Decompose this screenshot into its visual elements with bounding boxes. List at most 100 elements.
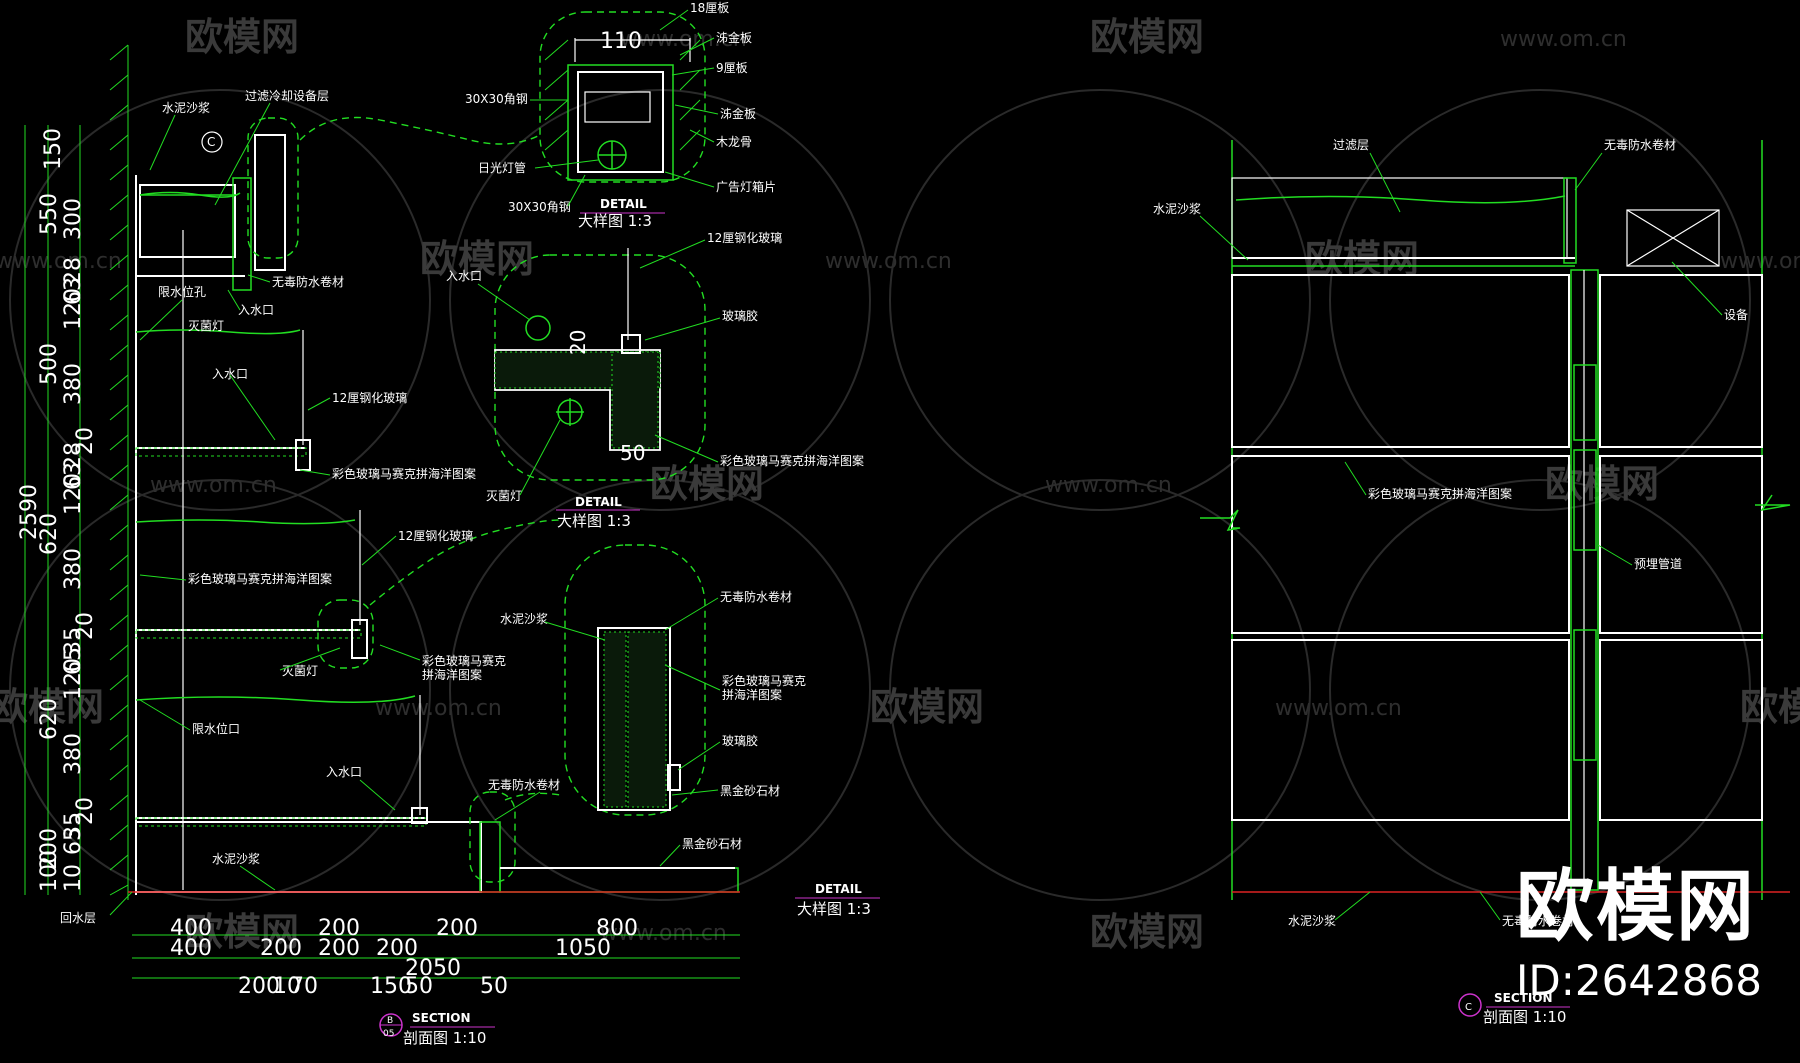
detail-2-subtitle: 大样图 1:3	[557, 512, 631, 530]
detail-3-title: DETAIL	[815, 882, 862, 896]
hdim-r2-5: 1050	[555, 936, 611, 961]
hdim-r2-3: 200	[318, 936, 360, 961]
detail-1-drawing: 110	[539, 11, 706, 183]
watermark-brand-5: 欧模网	[650, 462, 764, 506]
detail-3-subtitle: 大样图 1:3	[797, 900, 871, 918]
d3-mosaic-a: 彩色玻璃马赛克	[722, 673, 806, 688]
d3-cement: 水泥沙浆	[500, 611, 548, 626]
watermark-brand-9: 欧模网	[185, 910, 299, 954]
c-equipment: 设备	[1724, 308, 1748, 322]
section-c-drawing	[1200, 140, 1791, 900]
section-b-marker-bottom: 05	[383, 1029, 394, 1039]
label-cement-mortar-bottom: 水泥沙浆	[212, 851, 260, 866]
vdim-1: 150	[41, 128, 66, 170]
d3-waterproof: 无毒防水卷材	[720, 589, 792, 604]
d1-angle-steel-2: 30X30角钢	[508, 200, 571, 214]
watermark-url-2: www.om.cn	[1500, 27, 1627, 52]
detail-2-dim-h: 50	[620, 441, 645, 465]
hdim-r4-6: 50	[480, 974, 508, 999]
label-filter-cooling: 过滤冷却设备层	[245, 89, 329, 103]
section-c-marker: C	[1465, 1002, 1472, 1013]
watermark-urls: www.om.cn www.om.cn www.om.cn www.om.cn …	[0, 27, 1800, 946]
brand-overlay-name: 欧模网	[1516, 862, 1757, 952]
watermark-url-4: www.om.cn	[1720, 249, 1800, 274]
watermark-brand-1: 欧模网	[185, 15, 299, 59]
hdim-r4-3: 70	[290, 974, 318, 999]
watermark-brand-7: 欧模网	[870, 685, 984, 729]
label-tempered-glass-2: 12厘钢化玻璃	[398, 529, 473, 543]
d2-inlet: 入水口	[446, 269, 482, 283]
hdim-r2-4: 200	[376, 936, 418, 961]
c-cement-bottom: 水泥沙浆	[1288, 913, 1336, 928]
d1-board-9: 9厘板	[716, 61, 748, 75]
vdim-27: 10	[61, 864, 86, 892]
section-b-drawing	[109, 44, 740, 900]
vdim-14: 620	[37, 513, 62, 555]
section-c-labels: 过滤层 无毒防水卷材 水泥沙浆 设备 彩色玻璃马赛克拼海洋图案 预埋管道 水泥沙…	[1153, 137, 1748, 1026]
c-waterproof-bottom: 无毒防水卷材	[1502, 913, 1574, 928]
watermark-brand-8: 欧模网	[1740, 685, 1800, 729]
section-c-title: SECTION	[1494, 991, 1553, 1005]
d3-waterproof-2: 无毒防水卷材	[488, 777, 560, 792]
d2-tempered-glass: 12厘钢化玻璃	[707, 231, 782, 245]
detail-2-labels: 20 50 12厘钢化玻璃 入水口 玻璃胶 彩色玻璃马赛克拼海洋图案 灭菌灯 D…	[446, 231, 864, 530]
hdim-r1-2: 200	[318, 916, 360, 941]
vdim-3: 300	[61, 198, 86, 240]
watermark-circles	[9, 89, 1751, 901]
vdim-6: 120	[61, 288, 86, 330]
section-c-subtitle: 剖面图 1:10	[1483, 1008, 1566, 1026]
watermark-url-10: www.om.cn	[600, 921, 727, 946]
vdim-13: 2590	[17, 484, 42, 540]
hdim-r4-5: 50	[405, 974, 433, 999]
c-filter-layer: 过滤层	[1333, 138, 1369, 152]
vdim-23: 35	[61, 812, 86, 840]
hdim-r3-1: 2050	[405, 956, 461, 981]
watermark-brand-2: 欧模网	[1090, 15, 1204, 59]
vdim-15: 380	[61, 548, 86, 590]
hdim-r4-4: 150	[370, 974, 412, 999]
d2-glass-glue: 玻璃胶	[722, 308, 758, 323]
watermark-url-3: www.om.cn	[825, 249, 952, 274]
hdim-r1-1: 400	[170, 916, 212, 941]
section-b-marker-top: B	[387, 1016, 393, 1026]
section-b-vertical-dims: 150 550 300 28 63 120 500 380 20 28 63 1…	[17, 125, 98, 895]
d3-granite: 黑金砂石材	[720, 783, 780, 798]
c-cement-top: 水泥沙浆	[1153, 201, 1201, 216]
label-inlet-2: 入水口	[212, 367, 248, 381]
section-b-subtitle: 剖面图 1:10	[403, 1029, 486, 1047]
vdim-20: 620	[37, 698, 62, 740]
c-mosaic: 彩色玻璃马赛克拼海洋图案	[1368, 486, 1512, 501]
label-return-layer: 回水层	[60, 911, 96, 925]
section-b-horizontal-dims: 400 200 200 800 400 200 200 200 1050 205…	[132, 916, 740, 999]
detail-3-drawing	[564, 544, 706, 816]
section-b-title-text: SECTION	[412, 1011, 471, 1025]
vdim-12: 120	[61, 473, 86, 515]
detail-2-title: DETAIL	[575, 495, 622, 509]
vdim-26: 100	[37, 850, 62, 892]
label-cement-mortar-top: 水泥沙浆	[162, 100, 210, 115]
section-b-labels: 水泥沙浆 过滤冷却设备层 无毒防水卷材 限水位孔 入水口 灭菌灯 入水口 12厘…	[60, 89, 476, 925]
vdim-10: 28	[61, 442, 86, 470]
label-uv-lamp-1: 灭菌灯	[188, 319, 224, 333]
label-tempered-glass-1: 12厘钢化玻璃	[332, 391, 407, 405]
c-embedded-pipe: 预埋管道	[1634, 556, 1682, 571]
detail-3-labels: 无毒防水卷材 水泥沙浆 彩色玻璃马赛克 拼海洋图案 玻璃胶 黑金砂石材 无毒防水…	[379, 589, 880, 918]
d3-granite-2: 黑金砂石材	[682, 836, 742, 851]
d1-fluorescent: 日光灯管	[478, 160, 526, 175]
vdim-21: 380	[61, 733, 86, 775]
vdim-7: 500	[37, 343, 62, 385]
vdim-17: 35	[61, 627, 86, 655]
hdim-r4-1: 200	[238, 974, 280, 999]
watermark-brands: 欧模网 欧模网 欧模网 欧模网 欧模网 欧模网 欧模网 欧模网 欧模网 欧模网 …	[0, 15, 1800, 954]
vdim-4: 28	[61, 257, 86, 285]
watermark-brand-3: 欧模网	[420, 237, 534, 281]
d1-veneer-1: 泲金板	[716, 30, 752, 45]
vdim-18: 65	[61, 647, 86, 675]
brand-overlay-id: ID:2642868	[1516, 956, 1762, 1005]
hdim-r1-4: 800	[596, 916, 638, 941]
wall-hatch	[109, 44, 129, 900]
label-waterproof-membrane: 无毒防水卷材	[272, 274, 344, 289]
watermark-brand-6: 欧模网	[1545, 462, 1659, 506]
